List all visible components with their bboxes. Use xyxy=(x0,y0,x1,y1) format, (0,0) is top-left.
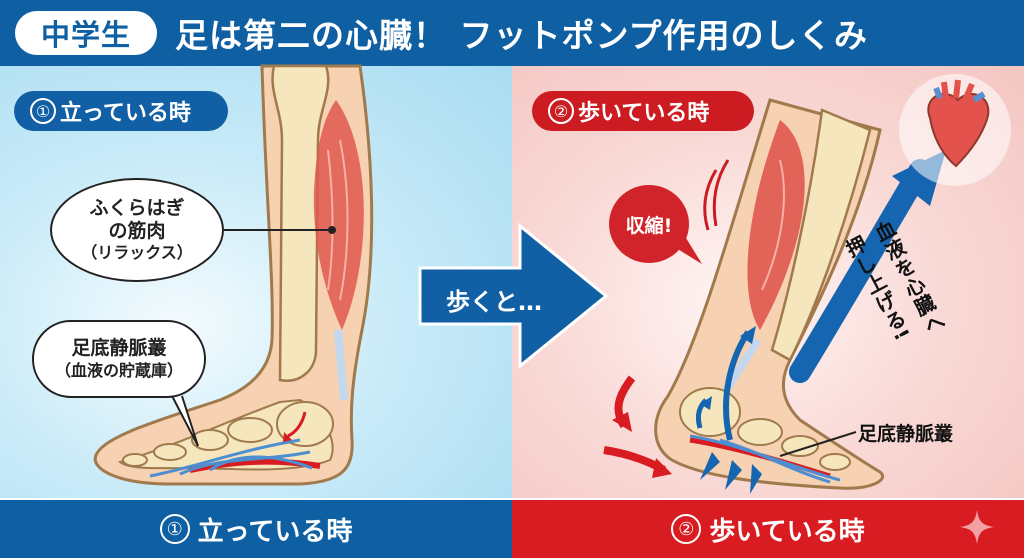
callout-line: ふくらはぎ xyxy=(89,197,185,220)
pump-arrow-icon xyxy=(789,159,931,383)
section-tag-label: 歩いている時 xyxy=(578,101,710,126)
header-bar: 中学生 足は第二の心臓！ フットポンプ作用のしくみ xyxy=(0,0,1024,66)
calf-muscle-callout: ふくらはぎ の筋肉 （リラックス） xyxy=(50,178,224,282)
callout-line: 足底静脈叢 xyxy=(71,337,167,360)
step-number: ② xyxy=(548,98,574,124)
transition-arrow-label: 歩くと… xyxy=(446,288,542,316)
plantar-plexus-callout: 足底静脈叢 （血液の貯蔵庫） xyxy=(32,320,206,398)
callout-line: の筋肉 xyxy=(108,220,166,243)
step-number: ② xyxy=(671,514,702,544)
walking-leg-icon xyxy=(603,98,884,494)
page-title: 足は第二の心臓！ フットポンプ作用のしくみ xyxy=(175,16,868,55)
callout-note: （リラックス） xyxy=(81,243,193,263)
walking-section-tag: ② 歩いている時 xyxy=(532,91,754,131)
footer-label: 立っている時 xyxy=(197,516,353,547)
standing-footer: ① 立っている時 xyxy=(0,500,512,558)
heart-icon xyxy=(899,74,1011,186)
plantar-plexus-label: 足底静脈叢 xyxy=(858,423,954,445)
footer-label: 歩いている時 xyxy=(709,516,865,547)
sparkle-icon xyxy=(960,510,994,544)
grade-badge: 中学生 xyxy=(15,11,157,55)
callout-note: （血液の貯蔵庫） xyxy=(54,360,183,380)
transition-arrow-icon xyxy=(418,222,609,370)
section-tag-label: 立っている時 xyxy=(60,101,191,126)
standing-leg-icon xyxy=(93,64,374,486)
standing-section-tag: ① 立っている時 xyxy=(14,91,228,131)
walking-footer: ② 歩いている時 xyxy=(512,500,1024,558)
contraction-bubble: 収縮! xyxy=(609,185,689,263)
step-number: ① xyxy=(30,98,56,124)
step-number: ① xyxy=(159,514,190,544)
